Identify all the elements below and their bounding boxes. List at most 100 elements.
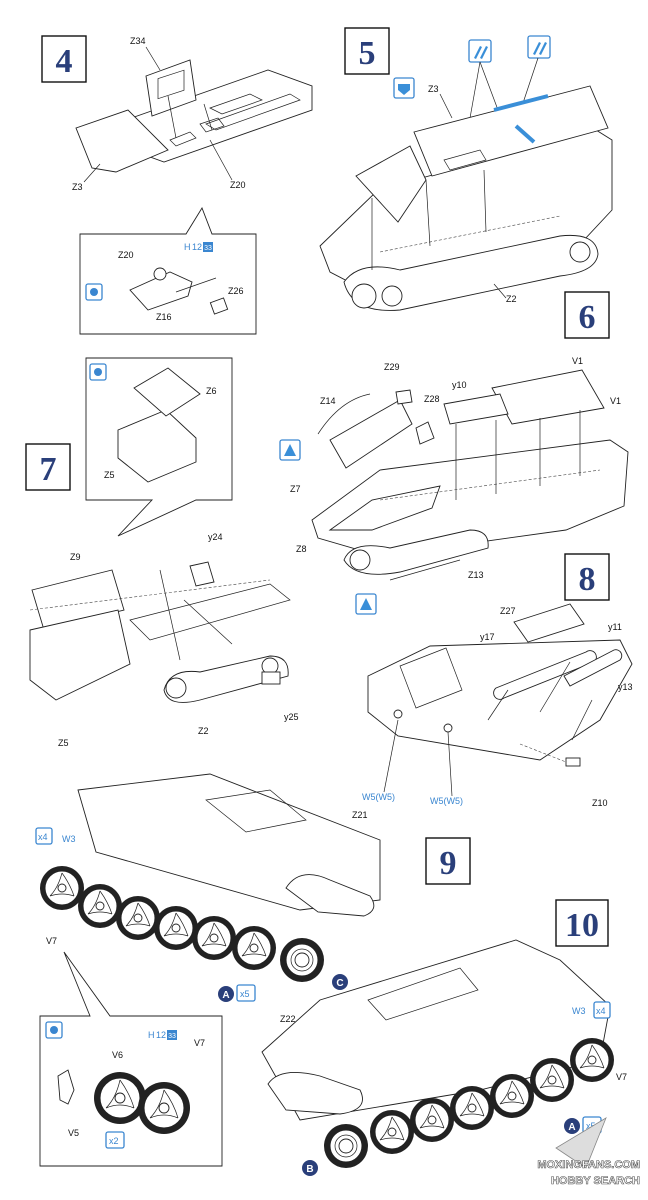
- qty-badge-x5: [236, 984, 256, 1002]
- part-z22: [267, 1071, 363, 1115]
- marker-c-text: C: [336, 978, 343, 989]
- part-v5: [57, 1069, 75, 1105]
- wheel-v7: [138, 1082, 190, 1134]
- label-z5-detail: Z5: [104, 470, 115, 480]
- part-z21: [285, 874, 375, 917]
- step-8-number: 8: [579, 561, 596, 598]
- qty-x5b-text: x5: [586, 1121, 596, 1131]
- label-y17: y17: [480, 632, 495, 642]
- part-y24: [189, 561, 215, 587]
- paint-ref-12: 12: [192, 242, 202, 252]
- paper-plane-logo: [555, 1117, 607, 1169]
- part-z6-detail: [133, 367, 201, 417]
- label-z13: Z13: [468, 570, 484, 580]
- part-z14: [317, 393, 371, 435]
- step-9-number: 9: [440, 845, 457, 882]
- qty-badge-x2: [105, 1131, 125, 1149]
- wheel-v6: [94, 1072, 146, 1124]
- road-wheels-step9: [40, 866, 324, 982]
- label-v6: V6: [112, 1050, 123, 1060]
- label-y24: y24: [208, 532, 223, 542]
- label-y11: y11: [608, 622, 622, 632]
- part-z26: [209, 297, 229, 315]
- step-4-box: [41, 35, 87, 83]
- qty-x2-text: x2: [109, 1136, 119, 1146]
- step-6: 6 Z29 y10 V1 V1 Z14 Z28 Z7 Z8 Z13: [279, 291, 629, 615]
- marker-a2-text: A: [568, 1122, 575, 1133]
- part-v1-upper: [491, 369, 605, 425]
- sprocket-b: [324, 1124, 368, 1168]
- part-z5: [29, 609, 131, 701]
- qty-x4-text: x4: [38, 832, 48, 842]
- step-5: 5 Z3 Z2: [319, 27, 613, 311]
- part-y11: [563, 649, 623, 687]
- part-z8: [328, 485, 441, 531]
- step-9: 9 x4 W3 V7 Z21 A x5 C H 12 33: [35, 773, 471, 1167]
- label-z21: Z21: [352, 810, 368, 820]
- label-z16: Z16: [156, 312, 172, 322]
- label-v7-step10: V7: [616, 1072, 627, 1082]
- label-z14: Z14: [320, 396, 336, 406]
- part-z29: [395, 389, 413, 405]
- step-7: 7 Z6 Z5 Z9 y24 Z5 Z2 y25: [25, 357, 299, 748]
- label-z10: Z10: [592, 798, 608, 808]
- step-7-box: [25, 443, 71, 491]
- step-6-number: 6: [579, 299, 596, 336]
- label-z20: Z20: [230, 180, 246, 190]
- part-z34: [145, 59, 197, 117]
- label-w3-step10: W3: [572, 1006, 586, 1016]
- label-v5: V5: [68, 1128, 79, 1138]
- label-z29: Z29: [384, 362, 400, 372]
- label-z2-step7: Z2: [198, 726, 209, 736]
- step-10-box: [555, 899, 609, 947]
- label-z3-step5: Z3: [428, 84, 439, 94]
- paint-ref-h2: H: [148, 1030, 155, 1040]
- part-y13: [487, 661, 593, 741]
- label-z28: Z28: [424, 394, 440, 404]
- marker-a-step10: [564, 1118, 580, 1134]
- part-z2-arm: [163, 655, 289, 703]
- qty-badge-x4-step10: [593, 1001, 611, 1019]
- watermark-line1: MOXINGFANS.COM: [537, 1159, 640, 1171]
- step-8: 8 Z27 y17 y11 y13 W5(W5) W5(W5) Z10: [362, 553, 633, 808]
- step6-hull: [311, 439, 629, 557]
- road-wheels-step10: [324, 1038, 614, 1168]
- label-v1-b: V1: [610, 396, 621, 406]
- marker-a: [218, 986, 234, 1002]
- marker-c: [332, 974, 348, 990]
- label-z34: Z34: [130, 36, 146, 46]
- label-z3: Z3: [72, 182, 83, 192]
- paint-ref-33: 33: [204, 245, 212, 252]
- part-z28: [415, 421, 435, 445]
- step-4-number: 4: [56, 43, 73, 80]
- part-z10: [565, 757, 581, 767]
- watermark: MOXINGFANS.COM HOBBY SEARCH: [537, 1117, 640, 1187]
- step-5-box: [344, 27, 390, 75]
- label-y10: y10: [452, 380, 467, 390]
- step5-track: [343, 234, 599, 311]
- label-z2-step5: Z2: [506, 294, 517, 304]
- sprocket-c: [280, 938, 324, 982]
- qty-badge-x4: [35, 827, 53, 845]
- part-z3: [75, 109, 169, 173]
- label-z9: Z9: [70, 552, 81, 562]
- label-z8: Z8: [296, 544, 307, 554]
- label-v1-a: V1: [572, 356, 583, 366]
- label-w3: W3: [62, 834, 76, 844]
- label-w5-b: W5(W5): [430, 796, 463, 806]
- paint-ref-33b: 33: [168, 1033, 176, 1040]
- part-z27: [513, 603, 585, 643]
- marker-a-text: A: [222, 990, 229, 1001]
- paint-ref-h: H: [184, 242, 191, 252]
- label-z26: Z26: [228, 286, 244, 296]
- label-z27: Z27: [500, 606, 516, 616]
- paint-ref-12b: 12: [156, 1030, 166, 1040]
- qty-x4b-text: x4: [596, 1006, 606, 1016]
- label-w5-a: W5(W5): [362, 792, 395, 802]
- label-z5: Z5: [58, 738, 69, 748]
- label-z20-detail: Z20: [118, 250, 134, 260]
- label-z22: Z22: [280, 1014, 296, 1024]
- step-6-box: [564, 291, 610, 339]
- step-7-number: 7: [40, 451, 57, 488]
